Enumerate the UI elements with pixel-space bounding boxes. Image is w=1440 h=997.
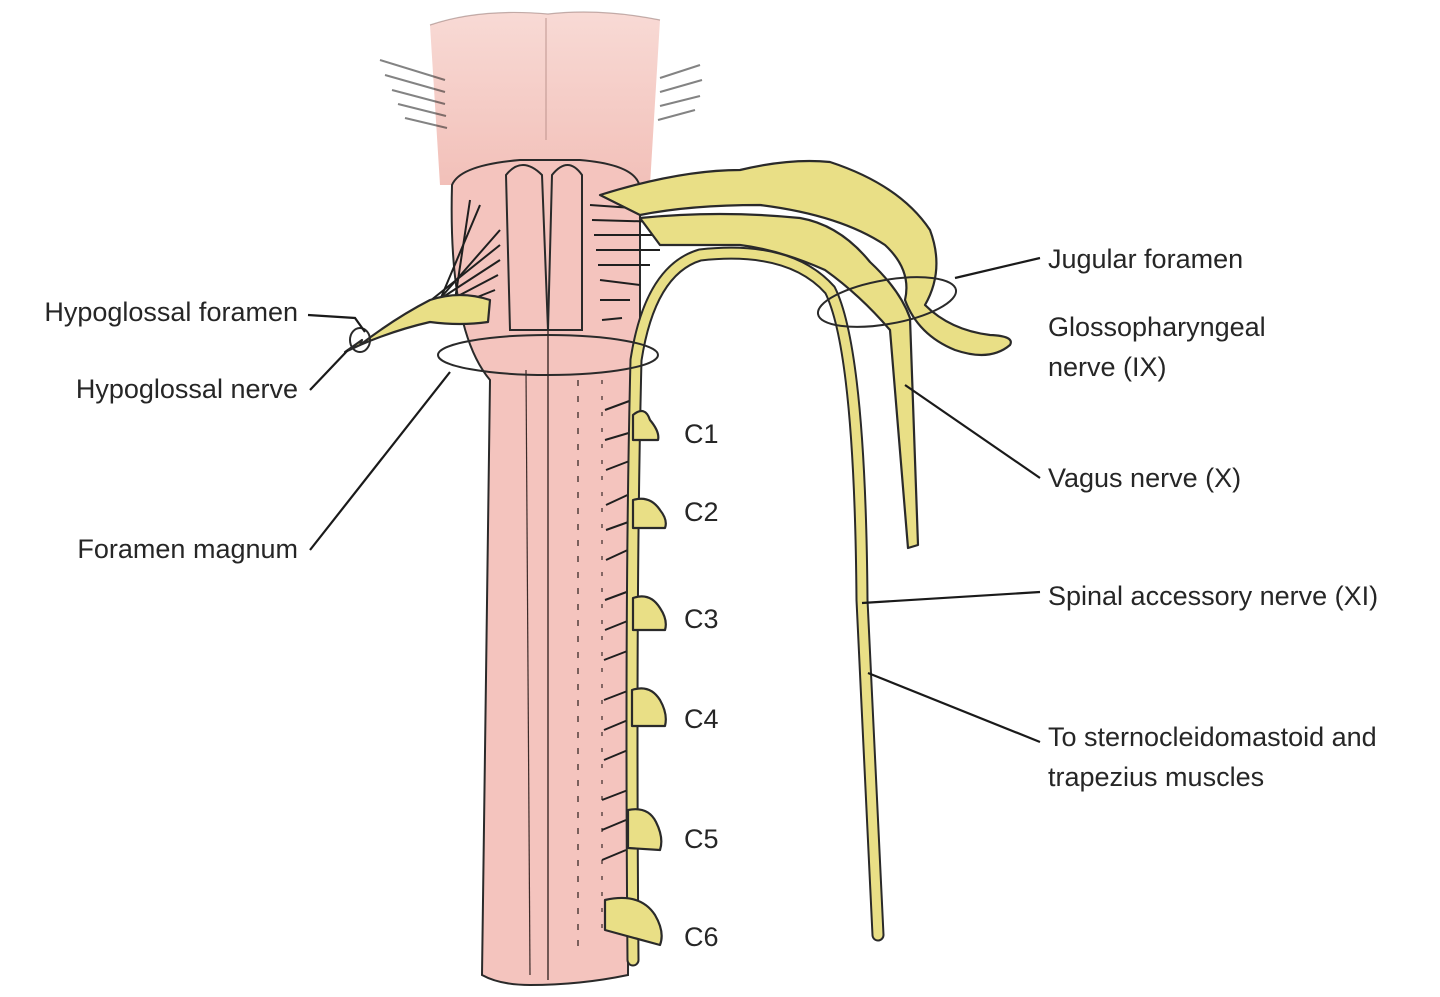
hypoglossal-nerve <box>343 293 492 354</box>
spinal-cord <box>450 159 641 987</box>
vagus-glossopharyngeal-bundle <box>598 159 1012 550</box>
label-hypoglossal-foramen: Hypoglossal foramen <box>44 297 298 327</box>
label-foramen-magnum: Foramen magnum <box>77 534 298 564</box>
label-glossopharyngeal-1: Glossopharyngeal <box>1048 312 1266 342</box>
segment-label-c1: C1 <box>684 419 719 449</box>
segment-label-c2: C2 <box>684 497 719 527</box>
leader-jugular-foramen <box>954 256 1041 280</box>
leader-foramen-magnum <box>309 371 451 551</box>
leader-hypoglossal-nerve <box>309 349 349 391</box>
label-hypoglossal-nerve: Hypoglossal nerve <box>76 374 298 404</box>
label-glossopharyngeal-2: nerve (IX) <box>1048 352 1167 382</box>
label-muscles-1: To sternocleidomastoid and <box>1048 722 1377 752</box>
label-jugular-foramen: Jugular foramen <box>1048 244 1243 274</box>
label-vagus-nerve: Vagus nerve (X) <box>1048 463 1241 493</box>
foramen-rings <box>349 276 958 376</box>
brainstem <box>379 11 703 185</box>
leader-lines <box>307 256 1041 744</box>
cervical-roots <box>603 409 667 947</box>
segment-label-c4: C4 <box>684 704 719 734</box>
segment-label-c5: C5 <box>684 824 719 854</box>
leader-hypoglossal-foramen <box>307 313 366 333</box>
leader-muscles <box>867 671 1041 744</box>
hypoglossal-foramen-ring <box>349 327 371 353</box>
spinal-accessory-nerve <box>625 246 885 967</box>
label-muscles-2: trapezius muscles <box>1048 762 1264 792</box>
leader-spinal-accessory <box>861 590 1041 605</box>
jugular-foramen-ring <box>816 276 958 328</box>
foramen-magnum-ring <box>437 334 659 376</box>
segment-label-c3: C3 <box>684 604 719 634</box>
leader-vagus <box>904 384 1041 479</box>
segment-label-c6: C6 <box>684 922 719 952</box>
label-spinal-accessory-nerve: Spinal accessory nerve (XI) <box>1048 581 1378 611</box>
